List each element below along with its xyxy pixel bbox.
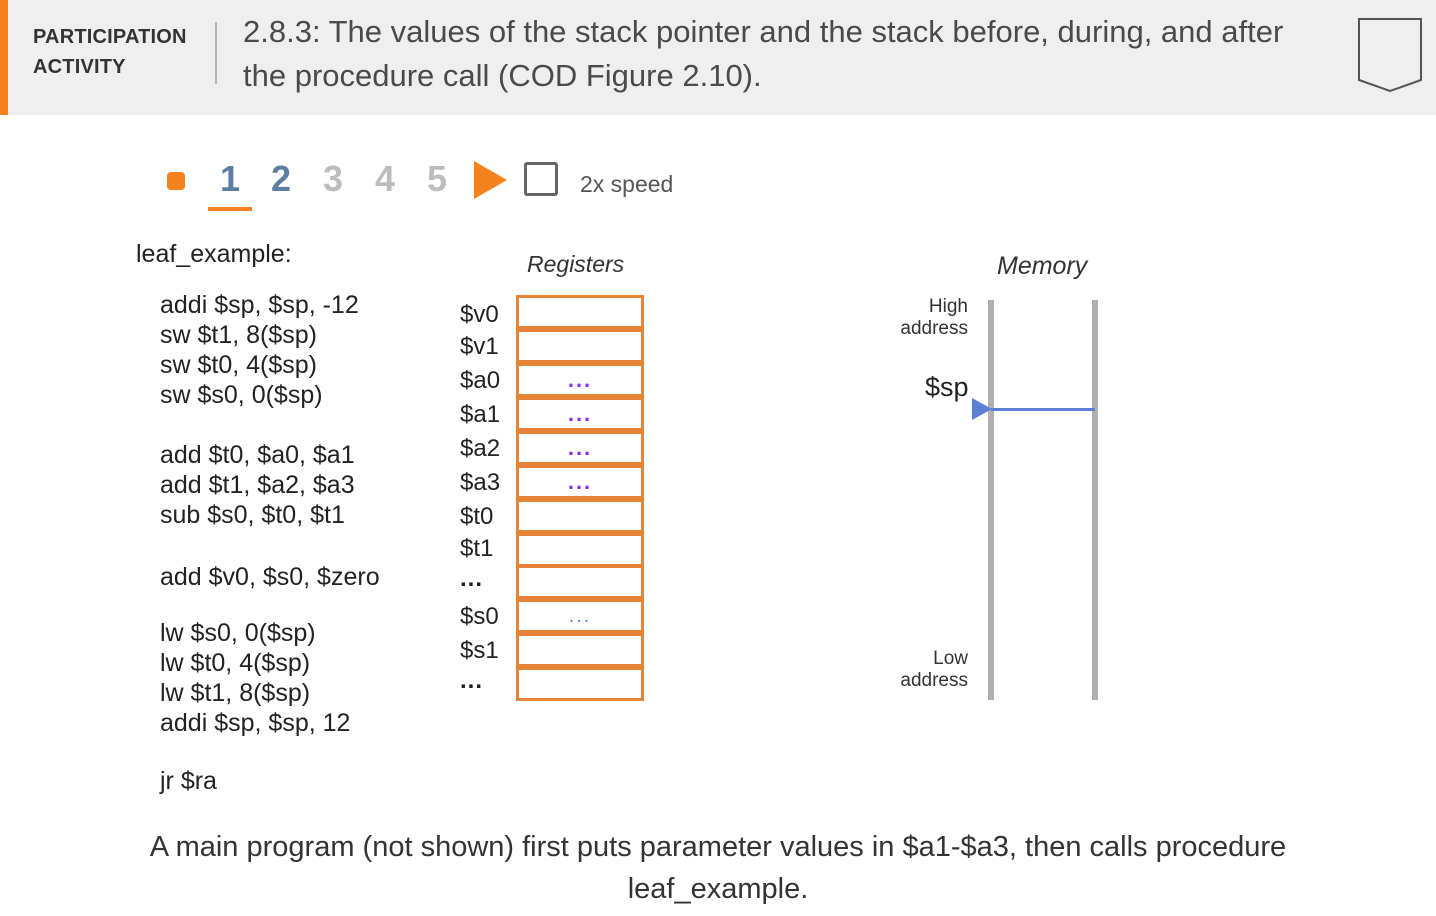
current-step-indicator <box>208 207 252 211</box>
register-name: $s0 <box>460 603 499 630</box>
procedure-label: leaf_example: <box>136 240 292 268</box>
start-button[interactable] <box>167 172 185 190</box>
code-line: add $v0, $s0, $zero <box>160 563 380 591</box>
register-name-ellipsis: ... <box>460 667 484 694</box>
activity-header: PARTICIPATION ACTIVITY 2.8.3: The values… <box>0 0 1436 115</box>
register-name: $v1 <box>460 333 499 360</box>
header-accent-bar <box>0 0 8 115</box>
code-line: lw $t0, 4($sp) <box>160 649 311 677</box>
register-name: $a1 <box>460 401 501 428</box>
register-name: $v0 <box>460 301 499 328</box>
step-caption: A main program (not shown) first puts pa… <box>149 831 1287 905</box>
low-label-line2: address <box>900 670 968 691</box>
stack-pointer-arrow-icon <box>972 398 992 420</box>
register-name: $t0 <box>460 503 494 530</box>
register-value: ... <box>567 435 593 460</box>
register-name-ellipsis: ... <box>460 565 484 592</box>
register-value: ... <box>567 401 593 426</box>
code-line: sw $t1, 8($sp) <box>160 321 318 349</box>
code-line: sw $t0, 4($sp) <box>160 351 318 379</box>
register-box-a1: ... <box>516 397 644 431</box>
register-box-v1 <box>516 329 644 363</box>
low-label-line1: Low <box>933 648 968 669</box>
code-line: add $t0, $a0, $a1 <box>160 441 355 469</box>
high-label-line1: High <box>928 296 968 317</box>
code-line: jr $ra <box>160 767 217 795</box>
activity-label-line1: PARTICIPATION <box>33 26 187 48</box>
register-box-other <box>516 667 644 701</box>
stack-pointer-line <box>991 408 1095 411</box>
low-address-label: Low address <box>888 648 968 692</box>
register-name: $a2 <box>460 435 501 462</box>
completion-bookmark-icon[interactable] <box>1357 17 1423 93</box>
register-value: ... <box>567 469 593 494</box>
activity-title: 2.8.3: The values of the stack pointer a… <box>243 14 1284 93</box>
register-box-a3: ... <box>516 465 644 499</box>
participation-activity-label: PARTICIPATION ACTIVITY <box>33 22 187 82</box>
register-name: $s1 <box>460 637 499 664</box>
register-box-a0: ... <box>516 363 644 397</box>
code-line: sub $s0, $t0, $t1 <box>160 501 345 529</box>
step-1-button[interactable]: 1 <box>220 158 241 199</box>
register-value: ... <box>567 367 593 392</box>
code-line: lw $s0, 0($sp) <box>160 619 316 647</box>
activity-label-line2: ACTIVITY <box>33 56 126 78</box>
memory-left-wall <box>988 300 994 700</box>
speed-checkbox[interactable] <box>524 162 558 196</box>
step-4-button[interactable]: 4 <box>375 158 396 199</box>
register-box-v0 <box>516 295 644 329</box>
high-label-line2: address <box>900 318 968 339</box>
register-box-s1 <box>516 633 644 667</box>
register-name: $a0 <box>460 367 501 394</box>
register-box-a2: ... <box>516 431 644 465</box>
register-box-t1 <box>516 533 644 567</box>
memory-right-wall <box>1092 300 1098 700</box>
play-icon[interactable] <box>474 161 507 199</box>
code-line: lw $t1, 8($sp) <box>160 679 311 707</box>
code-line: add $t1, $a2, $a3 <box>160 471 355 499</box>
step-2-button[interactable]: 2 <box>271 158 292 199</box>
register-box-s0: ... <box>516 599 644 633</box>
header-divider <box>215 22 217 84</box>
step-5-button[interactable]: 5 <box>427 158 448 199</box>
high-address-label: High address <box>888 296 968 340</box>
registers-title: Registers <box>527 251 625 277</box>
register-value: ... <box>568 605 592 627</box>
code-line: sw $s0, 0($sp) <box>160 381 323 409</box>
register-name: $t1 <box>460 535 494 562</box>
stack-pointer-label: $sp <box>925 372 969 402</box>
register-name: $a3 <box>460 469 501 496</box>
register-box-t0 <box>516 499 644 533</box>
step-3-button[interactable]: 3 <box>323 158 344 199</box>
code-line: addi $sp, $sp, -12 <box>160 291 359 319</box>
speed-label: 2x speed <box>580 171 674 197</box>
code-line: addi $sp, $sp, 12 <box>160 709 351 737</box>
memory-title: Memory <box>997 252 1088 280</box>
register-box-other <box>516 565 644 599</box>
